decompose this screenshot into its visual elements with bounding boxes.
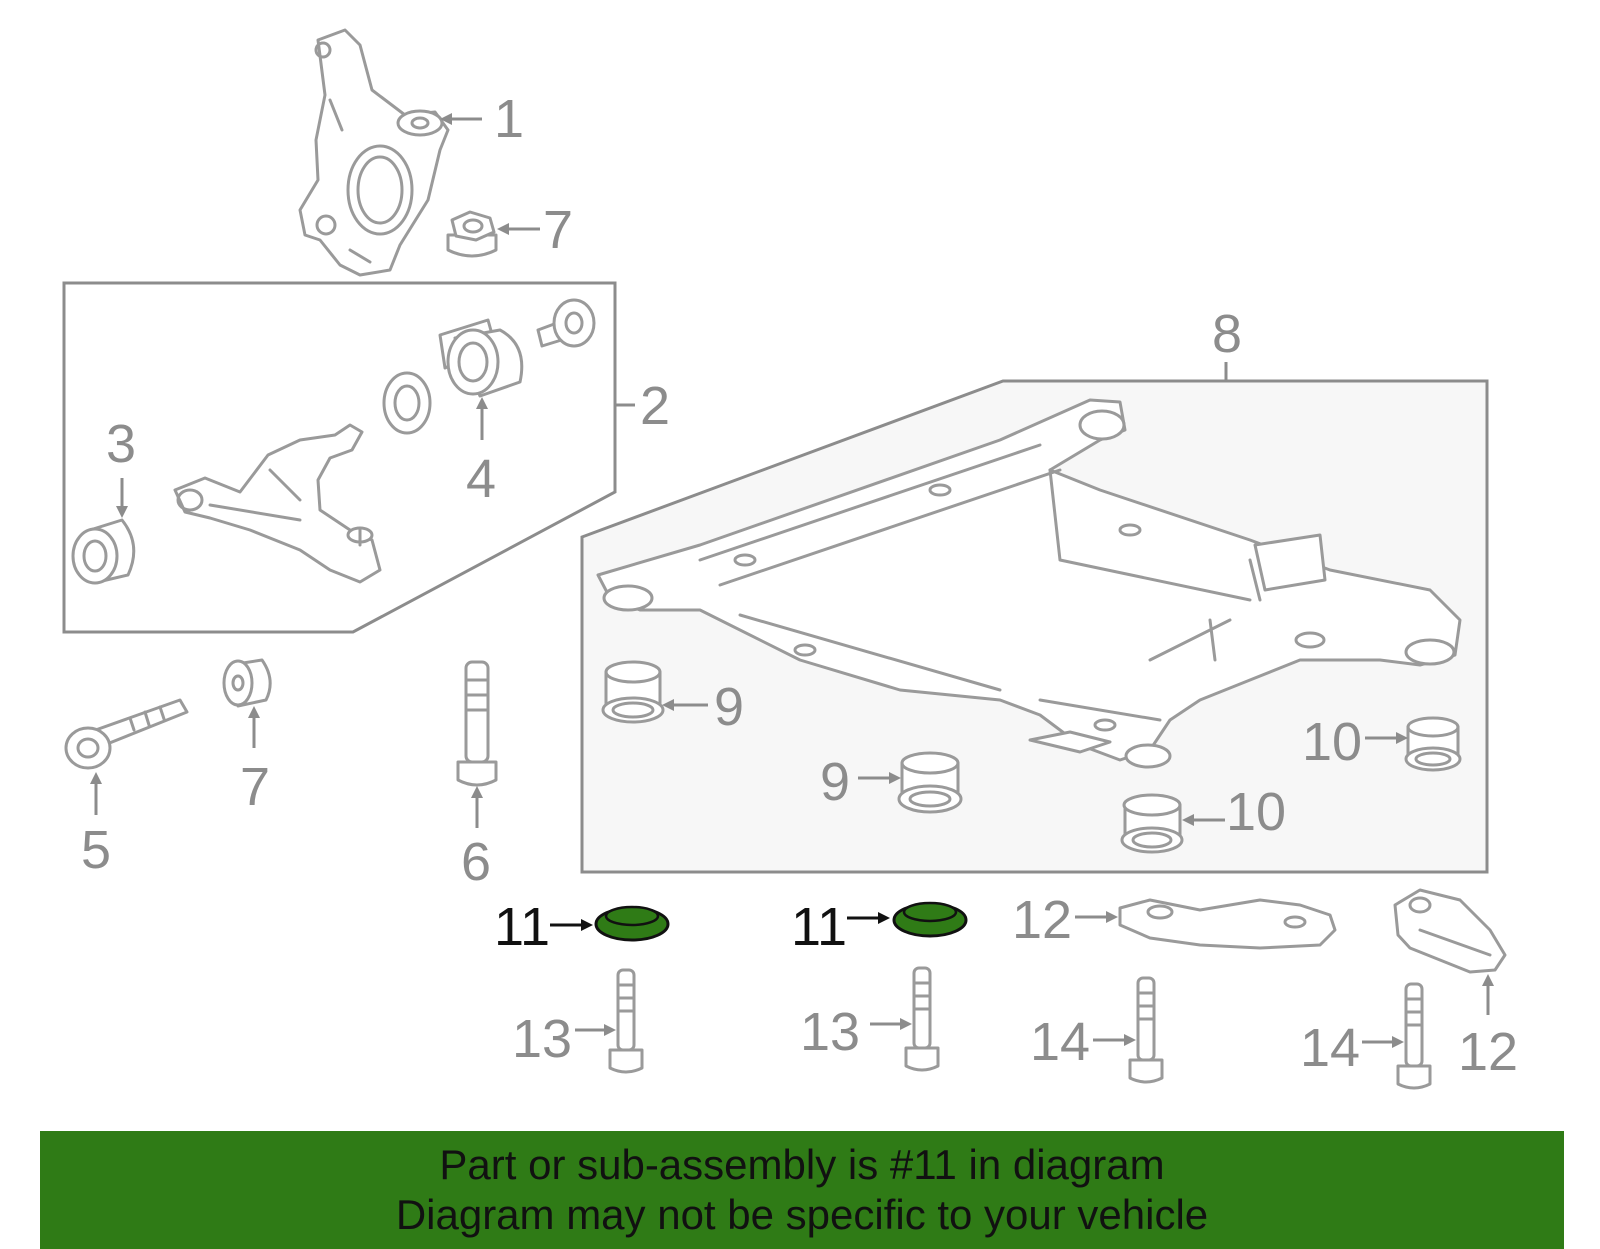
small-bolt-part [536, 298, 596, 348]
callout-11-right: 11 [791, 897, 847, 957]
bolt-14a-part [1128, 976, 1164, 1084]
callout-14-right: 14 [1300, 1018, 1360, 1078]
bolt-6-part [456, 660, 498, 787]
bolt-14b-part [1396, 982, 1432, 1090]
callout-11-left: 11 [494, 897, 550, 957]
callout-1: 1 [494, 89, 524, 149]
subframe-part [596, 398, 1462, 769]
bolt-13b-part [904, 966, 940, 1072]
lower-control-arm-part [173, 423, 382, 584]
cam-bolt-part [64, 698, 189, 770]
callout-10-center: 10 [1226, 782, 1286, 842]
insulator-11b-part [892, 901, 968, 938]
control-arm-bushing-part [71, 518, 136, 585]
callout-6: 6 [461, 832, 491, 892]
callout-10-right: 10 [1302, 712, 1362, 772]
info-banner: Part or sub-assembly is #11 in diagram D… [40, 1131, 1564, 1249]
washer-part [382, 371, 432, 435]
callout-13-right: 13 [800, 1002, 860, 1062]
bolt-13a-part [608, 968, 644, 1074]
subframe-bushing-10a-part [1120, 793, 1184, 854]
callout-14-center: 14 [1030, 1012, 1090, 1072]
steering-knuckle-part [298, 28, 450, 277]
cam-nut-part [222, 658, 272, 708]
callout-12-right: 12 [1458, 1022, 1518, 1082]
flange-nut-part [446, 210, 498, 258]
callout-9-left: 9 [714, 677, 744, 737]
subframe-bushing-9b-part [897, 751, 963, 814]
insulator-11a-part [594, 905, 670, 942]
banner-line-disclaimer: Diagram may not be specific to your vehi… [395, 1191, 1209, 1238]
callout-7-top: 7 [543, 200, 573, 260]
banner-line-part-number: Part or sub-assembly is #11 in diagram [439, 1141, 1165, 1188]
callout-8: 8 [1212, 304, 1242, 364]
subframe-bushing-9a-part [601, 660, 665, 724]
leader-arrows [90, 113, 1494, 1048]
callout-2: 2 [640, 376, 670, 436]
callout-7-lower: 7 [240, 757, 270, 817]
bracket-12a-part [1118, 898, 1337, 950]
callout-5: 5 [81, 820, 111, 880]
subframe-bushing-10b-part [1404, 716, 1462, 772]
bracket-12b-part [1393, 888, 1507, 974]
lower-control-arm-group-box [62, 281, 617, 634]
bushing-bracket-part [438, 318, 524, 398]
callout-13-left: 13 [512, 1009, 572, 1069]
callout-4: 4 [466, 449, 496, 509]
callout-3: 3 [106, 414, 136, 474]
callout-9-center: 9 [820, 752, 850, 812]
callout-12-center: 12 [1012, 890, 1072, 950]
